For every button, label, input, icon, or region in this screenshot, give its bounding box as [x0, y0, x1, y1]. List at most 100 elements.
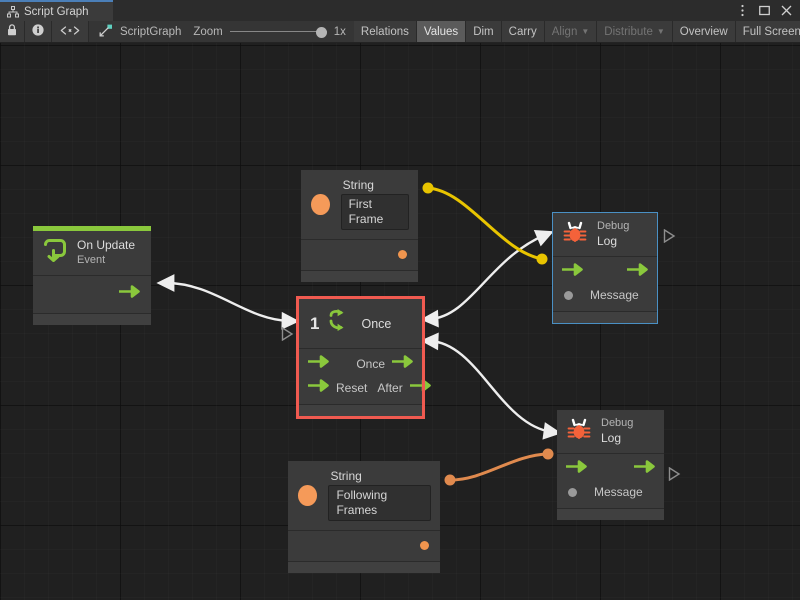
button-full-screen[interactable]: Full Screen — [735, 21, 800, 42]
maximize-icon[interactable] — [758, 4, 771, 17]
button-overview[interactable]: Overview — [672, 21, 736, 42]
port-row-once-bottom: Reset After — [299, 376, 431, 404]
wire-string-firstframe-to-message — [427, 186, 543, 261]
node-debug-log-bottom[interactable]: Debug Log — [557, 410, 664, 520]
node-debug-log-bottom-subtitle: Log — [601, 431, 622, 446]
port-string-following-frames-out-value[interactable] — [288, 531, 440, 561]
more-options-icon[interactable] — [736, 4, 749, 17]
wire-once-to-debuglog-top — [420, 230, 554, 328]
tab-label: Script Graph — [24, 5, 89, 18]
port-debug-log-top-in-message[interactable]: Message — [553, 284, 657, 311]
string-first-frame-value-input[interactable]: First Frame — [340, 194, 409, 230]
flow-output-marker-icon — [663, 228, 676, 248]
port-debug-log-bottom-in-message[interactable]: Message — [557, 481, 664, 508]
port-debug-log-top-in-flow[interactable] — [562, 263, 583, 281]
button-full-screen-label: Full Screen — [742, 25, 800, 38]
zoom-value: 1x — [333, 25, 346, 38]
wire-endpoint-yellow-target — [536, 253, 548, 265]
flow-out-arrow-icon — [119, 284, 140, 303]
chevron-down-icon: ▼ — [656, 26, 665, 36]
node-once[interactable]: 1 Once — [296, 296, 431, 419]
port-on-update-out-flow[interactable] — [33, 276, 151, 313]
port-once-out-after[interactable]: After — [377, 379, 431, 397]
node-debug-log-bottom-titles: Debug Log — [601, 417, 633, 447]
close-icon[interactable] — [780, 4, 793, 17]
port-once-in-flow[interactable] — [308, 355, 329, 373]
node-string-first-frame-footer — [301, 271, 418, 282]
node-on-update-body — [33, 275, 151, 314]
code-view-button[interactable] — [52, 21, 89, 42]
port-once-in-reset[interactable]: Reset — [308, 379, 367, 397]
button-values[interactable]: Values — [416, 21, 467, 42]
button-align-label: Align — [551, 25, 578, 38]
port-debug-log-top-out-flow[interactable] — [627, 263, 648, 281]
window-controls — [736, 0, 800, 21]
node-debug-log-bottom-title: Debug — [601, 416, 634, 429]
button-relations-label: Relations — [360, 25, 409, 38]
node-debug-log-top-subtitle: Log — [597, 234, 618, 249]
once-loop-icon — [328, 308, 352, 339]
debug-bug-icon — [566, 416, 592, 447]
port-debug-log-bottom-in-message-label: Message — [594, 485, 643, 499]
port-debug-log-top-in-message-label: Message — [590, 288, 639, 302]
flow-out-arrow-icon — [634, 460, 655, 478]
port-string-first-frame-out-value[interactable] — [301, 240, 418, 270]
lock-icon — [7, 24, 17, 39]
zoom-control[interactable]: Zoom 1x — [191, 21, 354, 42]
node-on-update-header: On Update Event — [33, 231, 151, 276]
button-relations[interactable]: Relations — [353, 21, 417, 42]
node-debug-log-top[interactable]: Debug Log — [552, 212, 658, 324]
node-on-update-title: On Update — [77, 238, 136, 252]
zoom-slider[interactable] — [229, 26, 327, 38]
node-string-following-frames-header: String Following Frames — [288, 461, 440, 530]
wire-once-to-debuglog-bottom — [420, 332, 562, 440]
port-debug-log-bottom-in-flow[interactable] — [566, 460, 587, 478]
on-update-event-icon — [42, 238, 68, 267]
node-once-count-badge: 1 — [310, 314, 320, 333]
graph-toolbar: ScriptGraph Zoom 1x Relations Values Dim… — [0, 21, 800, 43]
port-row-once-top: Once — [299, 349, 422, 376]
node-string-first-frame[interactable]: String First Frame — [301, 170, 418, 282]
port-debug-log-bottom-out-flow[interactable] — [634, 460, 655, 478]
node-string-following-frames[interactable]: String Following Frames — [288, 461, 440, 573]
node-debug-log-top-header: Debug Log — [553, 213, 657, 257]
button-overview-label: Overview — [679, 25, 728, 38]
node-on-update[interactable]: On Update Event — [33, 226, 151, 325]
node-string-following-frames-body — [288, 530, 440, 562]
value-in-port-icon — [564, 290, 573, 300]
string-literal-icon — [298, 484, 318, 506]
wire-onupdate-to-once — [156, 274, 300, 330]
node-once-title: Once — [361, 316, 392, 331]
info-icon — [32, 24, 44, 39]
node-string-first-frame-body — [301, 239, 418, 271]
info-button[interactable] — [25, 21, 52, 42]
button-distribute-label: Distribute — [604, 25, 653, 38]
node-on-update-subtitle: Event — [77, 254, 106, 266]
node-debug-log-bottom-footer — [557, 509, 664, 520]
tab-script-graph[interactable]: Script Graph — [0, 0, 113, 21]
lock-button[interactable] — [0, 21, 25, 42]
node-string-following-frames-title: String — [330, 469, 362, 483]
button-carry[interactable]: Carry — [501, 21, 545, 42]
zoom-slider-knob[interactable] — [315, 26, 327, 38]
button-dim-label: Dim — [473, 25, 494, 38]
string-following-frames-value-input[interactable]: Following Frames — [328, 485, 431, 521]
node-string-first-frame-header: String First Frame — [301, 170, 418, 239]
node-debug-log-top-body: Message — [553, 257, 657, 312]
wire-endpoint-yellow-source — [422, 182, 434, 194]
node-on-update-footer — [33, 313, 151, 325]
port-once-out-once[interactable]: Once — [356, 355, 413, 373]
button-distribute[interactable]: Distribute ▼ — [597, 21, 673, 42]
port-once-out-once-label: Once — [356, 357, 385, 371]
graph-name-field[interactable]: ScriptGraph — [89, 21, 192, 42]
button-align[interactable]: Align ▼ — [544, 21, 598, 42]
flow-input-marker-icon — [281, 326, 294, 346]
button-dim[interactable]: Dim — [466, 21, 502, 42]
node-debug-log-bottom-header: Debug Log — [557, 410, 664, 454]
node-on-update-titles: On Update Event — [77, 238, 135, 268]
button-values-label: Values — [423, 25, 459, 38]
graph-canvas[interactable]: On Update Event String First Frame — [0, 43, 800, 600]
wire-endpoint-orange-target — [542, 448, 554, 460]
node-once-header: 1 Once — [299, 299, 422, 348]
